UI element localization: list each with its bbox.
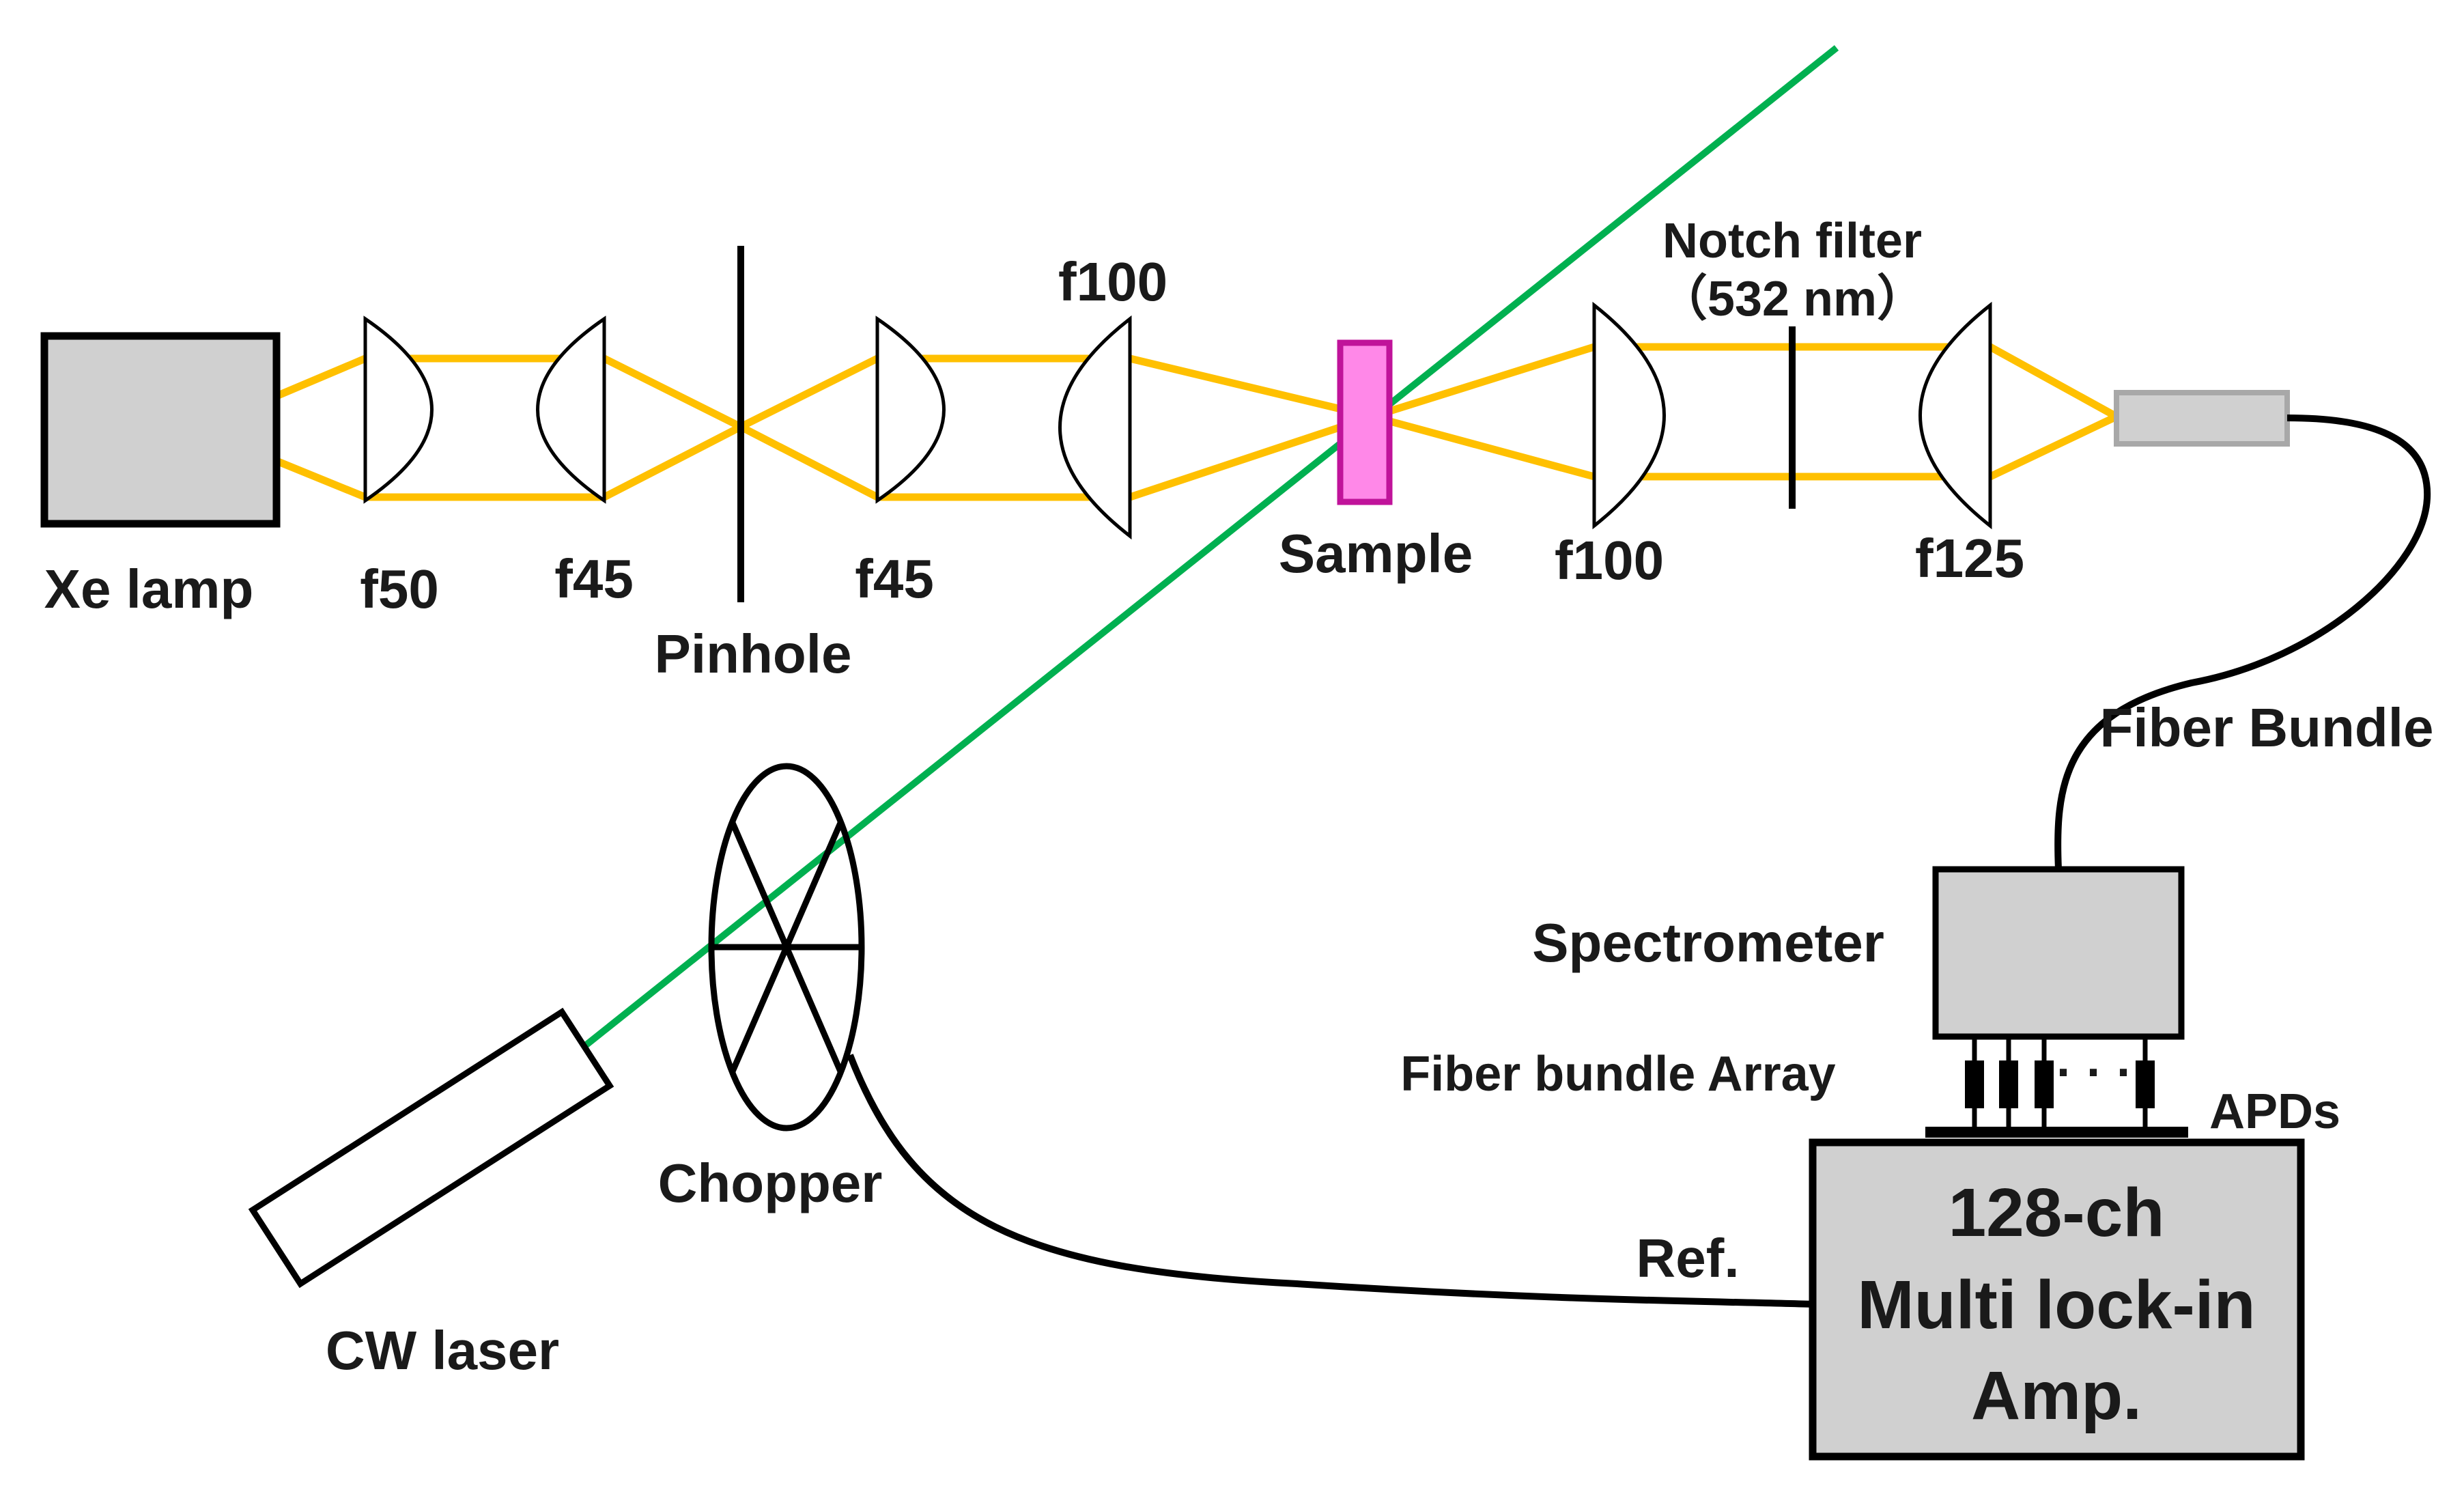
- lock-in-amplifier-box: [1809, 1138, 2305, 1461]
- lens-f45-second: [875, 315, 946, 504]
- label-amp-line3: Amp.: [1971, 1358, 2142, 1434]
- label-f45-second: f45: [855, 548, 934, 609]
- lens-f100-second: [1592, 301, 1666, 530]
- label-notch-wavelength: （532 nm）: [1658, 272, 1926, 326]
- label-amp-line1: 128-ch: [1949, 1175, 2165, 1251]
- reference-cable: [847, 1054, 1813, 1308]
- label-f125: f125: [1915, 528, 2024, 589]
- label-spectrometer: Spectrometer: [1532, 912, 1884, 973]
- lens-f50: [363, 315, 434, 504]
- xe-lamp-box: [40, 332, 281, 528]
- label-f100-first: f100: [1058, 251, 1167, 312]
- apd-detectors: [1965, 1060, 2155, 1108]
- laser-beam: [571, 45, 1839, 1058]
- lens-f45-first: [536, 315, 606, 504]
- label-apds: APDs: [2209, 1084, 2340, 1139]
- label-ellipsis: · · ·: [2056, 1045, 2133, 1100]
- lens-f100-first: [1058, 315, 1132, 540]
- label-xe-lamp: Xe lamp: [44, 559, 254, 619]
- fiber-bundle-cable: [2054, 414, 2431, 870]
- label-f100-second: f100: [1555, 530, 1664, 591]
- spectrometer-box: [1932, 866, 2185, 1040]
- label-notch-filter: Notch filter: [1662, 214, 1922, 268]
- chopper: [708, 763, 865, 1131]
- sample: [1337, 339, 1393, 505]
- label-fiber-bundle-array: Fiber bundle Array: [1400, 1047, 1835, 1101]
- label-f45-first: f45: [554, 548, 634, 609]
- label-ref: Ref.: [1636, 1228, 1739, 1289]
- label-amp-line2: Multi lock-in: [1857, 1267, 2255, 1343]
- label-sample: Sample: [1279, 523, 1473, 584]
- label-cw-laser: CW laser: [326, 1320, 559, 1381]
- lens-f125: [1918, 301, 1992, 530]
- apd-bar: [1925, 1127, 2188, 1138]
- label-f50: f50: [360, 559, 439, 619]
- fiber-coupler: [2114, 390, 2290, 447]
- label-fiber-bundle: Fiber Bundle: [2100, 697, 2434, 758]
- cw-laser-box: [248, 1007, 614, 1289]
- label-chopper: Chopper: [658, 1153, 883, 1213]
- label-pinhole: Pinhole: [655, 623, 852, 684]
